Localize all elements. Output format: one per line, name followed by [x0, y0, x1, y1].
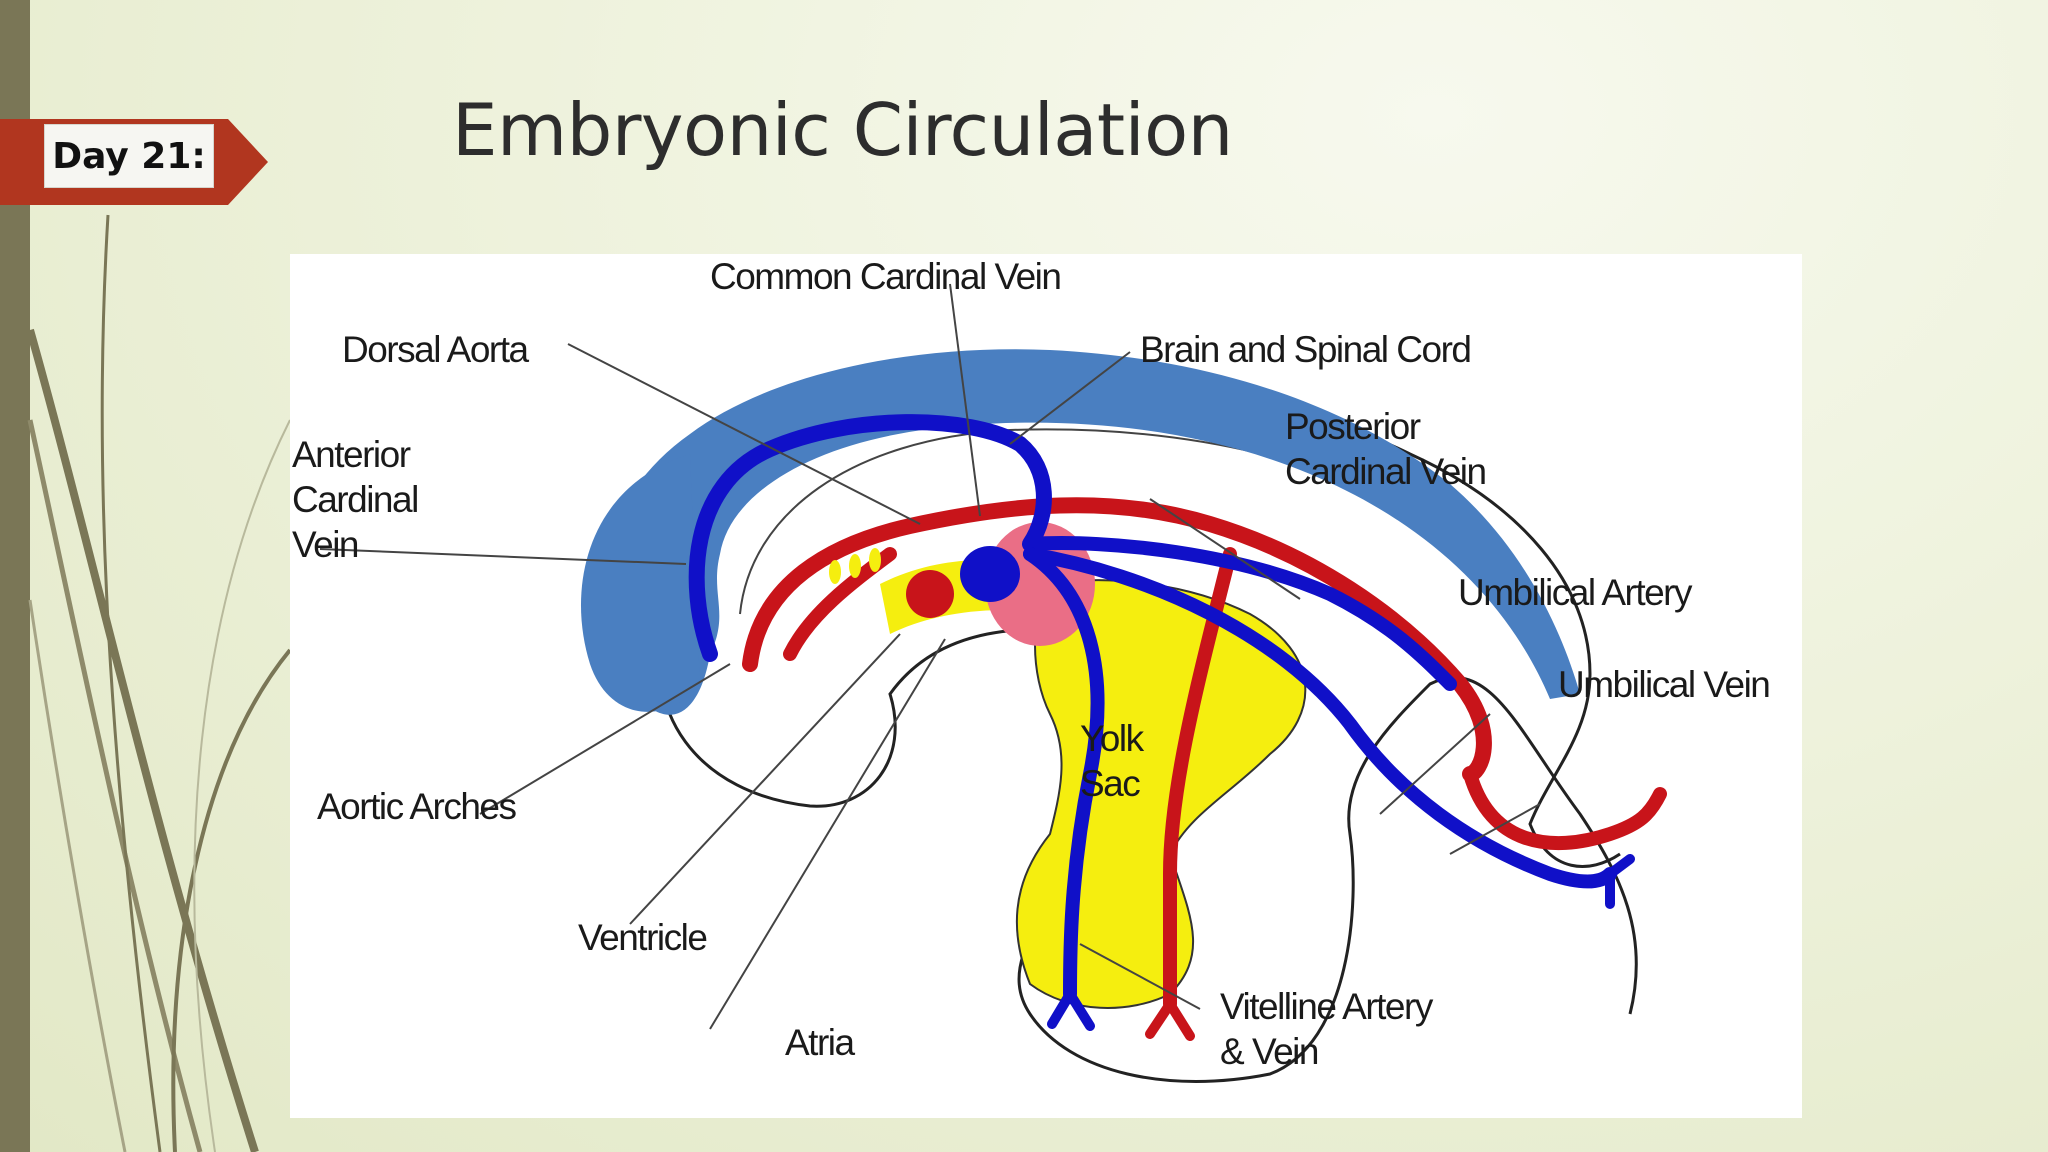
- head-bulge: [580, 454, 700, 712]
- label-common-cardinal-vein: Common Cardinal Vein: [710, 256, 1062, 297]
- vitelline-vein-path: [1023, 547, 1105, 1001]
- label-umbilical-vein: Umbilical Vein: [1558, 664, 1771, 705]
- aortic-arch-holes: [829, 548, 881, 584]
- leader-common-cardinal: [949, 283, 981, 517]
- label-anterior-cardinal-vein: Anterior Cardinal Vein: [292, 434, 419, 565]
- leader-lines: [319, 283, 1541, 1030]
- leader-anterior-cardinal: [319, 548, 687, 565]
- label-atria: Atria: [785, 1022, 855, 1063]
- embryo-illustration: [319, 283, 1667, 1083]
- leader-posterior-cardinal: [1149, 498, 1301, 600]
- label-umbilical-artery: Umbilical Artery: [1458, 572, 1693, 613]
- label-aortic-arches: Aortic Arches: [317, 786, 517, 827]
- leader-umbilical-artery: [1379, 713, 1491, 815]
- label-yolk-sac: Yolk Sac: [1080, 718, 1144, 804]
- ventricle-chamber: [906, 570, 954, 618]
- dorsal-aorta-path: [742, 497, 1492, 782]
- neural-tube: [597, 349, 1580, 715]
- label-dorsal-aorta: Dorsal Aorta: [342, 329, 529, 370]
- embryo-diagram: Common Cardinal Vein Dorsal Aorta Brain …: [290, 254, 1802, 1118]
- atria-chamber: [960, 546, 1020, 602]
- leader-vitelline: [1079, 943, 1201, 1010]
- vitelline-artery-path: [1162, 547, 1237, 1011]
- leader-atria: [709, 638, 946, 1030]
- label-posterior-cardinal-vein: Posterior Cardinal Vein: [1285, 406, 1487, 492]
- leader-brain: [1009, 351, 1131, 445]
- heart-bulb: [985, 522, 1095, 646]
- label-vitelline-artery-vein: Vitelline Artery & Vein: [1220, 986, 1433, 1072]
- veins: [688, 414, 1635, 1031]
- slide-title: Embryonic Circulation: [452, 88, 1233, 172]
- label-ventricle: Ventricle: [578, 917, 708, 958]
- leader-umbilical-vein: [1449, 803, 1541, 855]
- umbilical-artery-path: [1463, 767, 1667, 851]
- yolk-sac: [1015, 579, 1307, 1009]
- decorative-swooshes: [26, 214, 292, 1152]
- posterior-cardinal-vein-path: [1023, 536, 1457, 691]
- leader-ventricle: [629, 633, 901, 925]
- leader-aortic-arches: [479, 663, 731, 815]
- leader-dorsal-aorta: [567, 343, 921, 525]
- day-tag-label: Day 21:: [44, 124, 214, 188]
- umbilical-vein-path: [1023, 547, 1617, 889]
- label-brain-spinal-cord: Brain and Spinal Cord: [1140, 329, 1472, 370]
- anterior-cardinal-vein-path: [688, 414, 1052, 662]
